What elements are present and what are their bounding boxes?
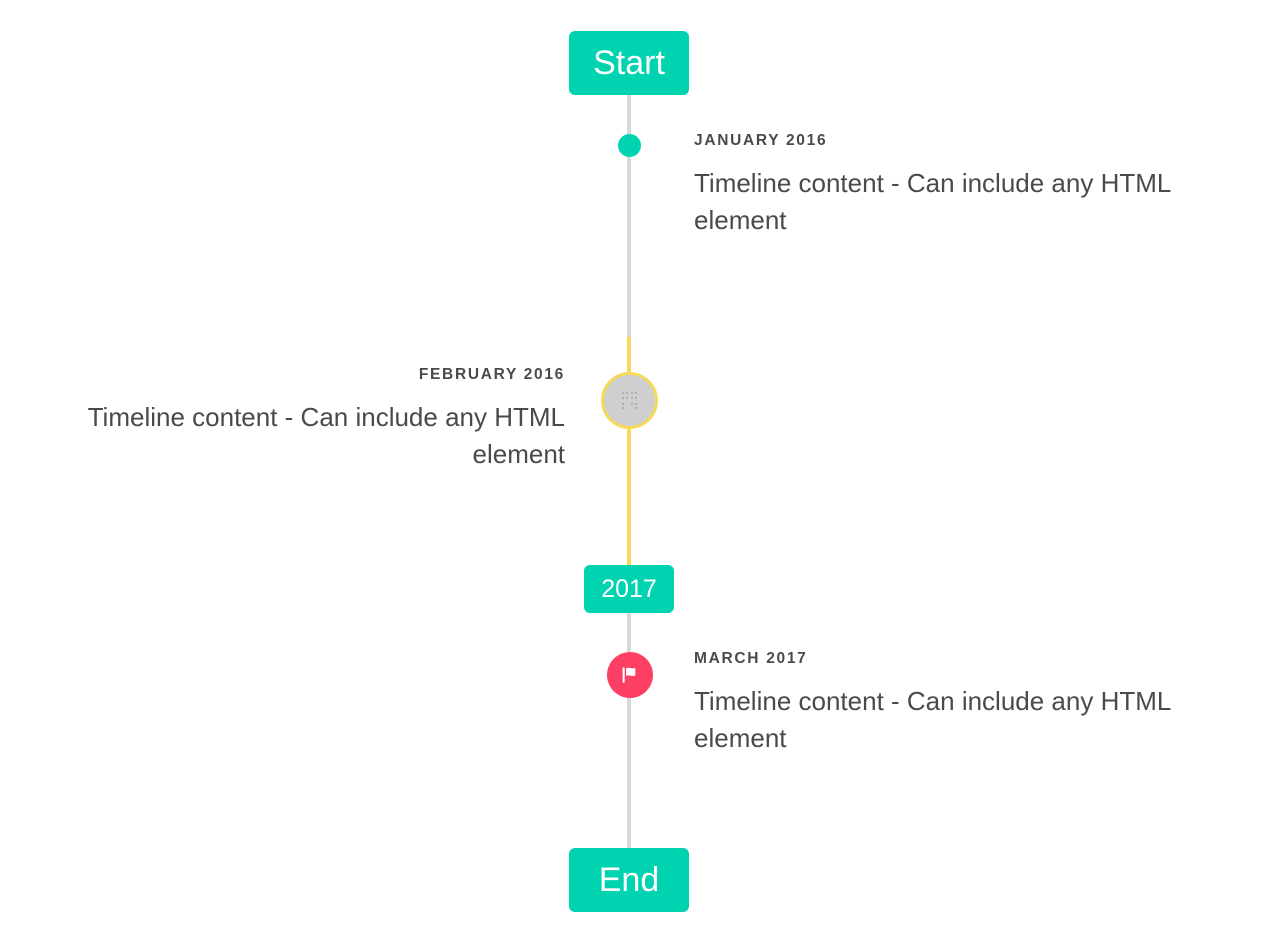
timeline-entry-date: MARCH 2017 — [694, 650, 808, 667]
timeline-marker-january-2016[interactable] — [618, 134, 641, 157]
timeline-end-badge[interactable]: End — [569, 848, 689, 912]
timeline-entry-body: Timeline content - Can include any HTML … — [87, 402, 565, 469]
timeline-axis-segment-january-to-february-highlighted — [627, 337, 631, 565]
timeline-entry-body: Timeline content - Can include any HTML … — [694, 168, 1171, 235]
timeline-end-badge-label: End — [598, 861, 660, 899]
timeline-entry-body: Timeline content - Can include any HTML … — [694, 686, 1171, 753]
timeline-year-badge-label: 2017 — [601, 574, 657, 603]
timeline-entry-february-2016: FEBRUARY 2016 Timeline content - Can inc… — [24, 366, 565, 473]
timeline-axis-segment-start-to-january — [627, 95, 631, 337]
timeline-entry-january-2016: JANUARY 2016 Timeline content - Can incl… — [694, 132, 1234, 239]
flag-icon — [618, 663, 642, 687]
timeline-entry-date: JANUARY 2016 — [694, 132, 828, 149]
timeline-entry-march-2017: MARCH 2017 Timeline content - Can includ… — [694, 650, 1234, 757]
timeline-year-badge-2017[interactable]: 2017 — [584, 565, 674, 613]
timeline-marker-march-2017[interactable] — [607, 652, 653, 698]
timeline-marker-february-2016[interactable] — [601, 372, 658, 429]
timeline-start-badge[interactable]: Start — [569, 31, 689, 95]
timeline-entry-date: FEBRUARY 2016 — [418, 366, 565, 383]
missing-glyph-icon — [622, 392, 637, 409]
timeline-start-badge-label: Start — [593, 44, 665, 82]
timeline-axis-segment-2017-to-end — [627, 613, 631, 855]
